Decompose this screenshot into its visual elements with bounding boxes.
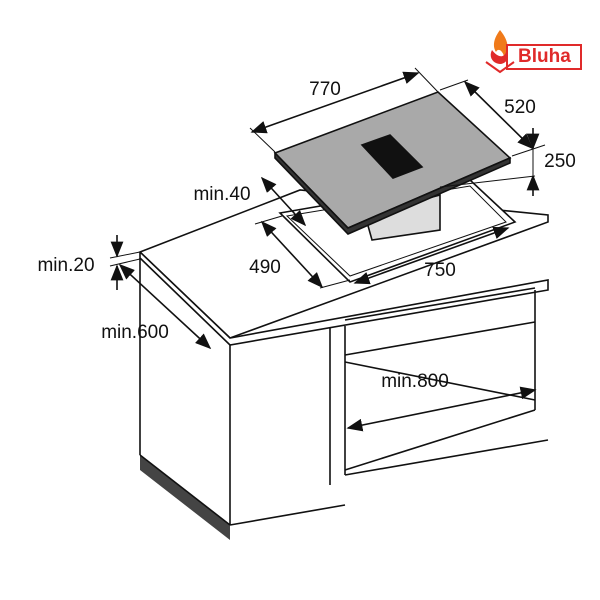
flame-icon (485, 30, 515, 74)
logo-text: Bluha (518, 46, 571, 67)
plinth (140, 455, 230, 540)
dim-hob-height: 250 (544, 151, 576, 172)
vent-icon (360, 134, 424, 179)
dim-cutout-depth: 490 (249, 257, 281, 278)
logo-frame (506, 44, 582, 70)
dim-min-front: min.40 (193, 184, 251, 205)
dim-min-cabinet: min.800 (381, 371, 449, 392)
dim-hob-depth: 520 (504, 97, 536, 118)
brand-logo: Bluha (480, 28, 586, 74)
drawer-line (344, 287, 536, 321)
dim-cutout-width: 750 (424, 260, 456, 281)
dim-hob-width: 770 (309, 79, 341, 100)
dim-min-depth: min.600 (101, 322, 169, 343)
dim-min-worktop: min.20 (37, 255, 95, 276)
